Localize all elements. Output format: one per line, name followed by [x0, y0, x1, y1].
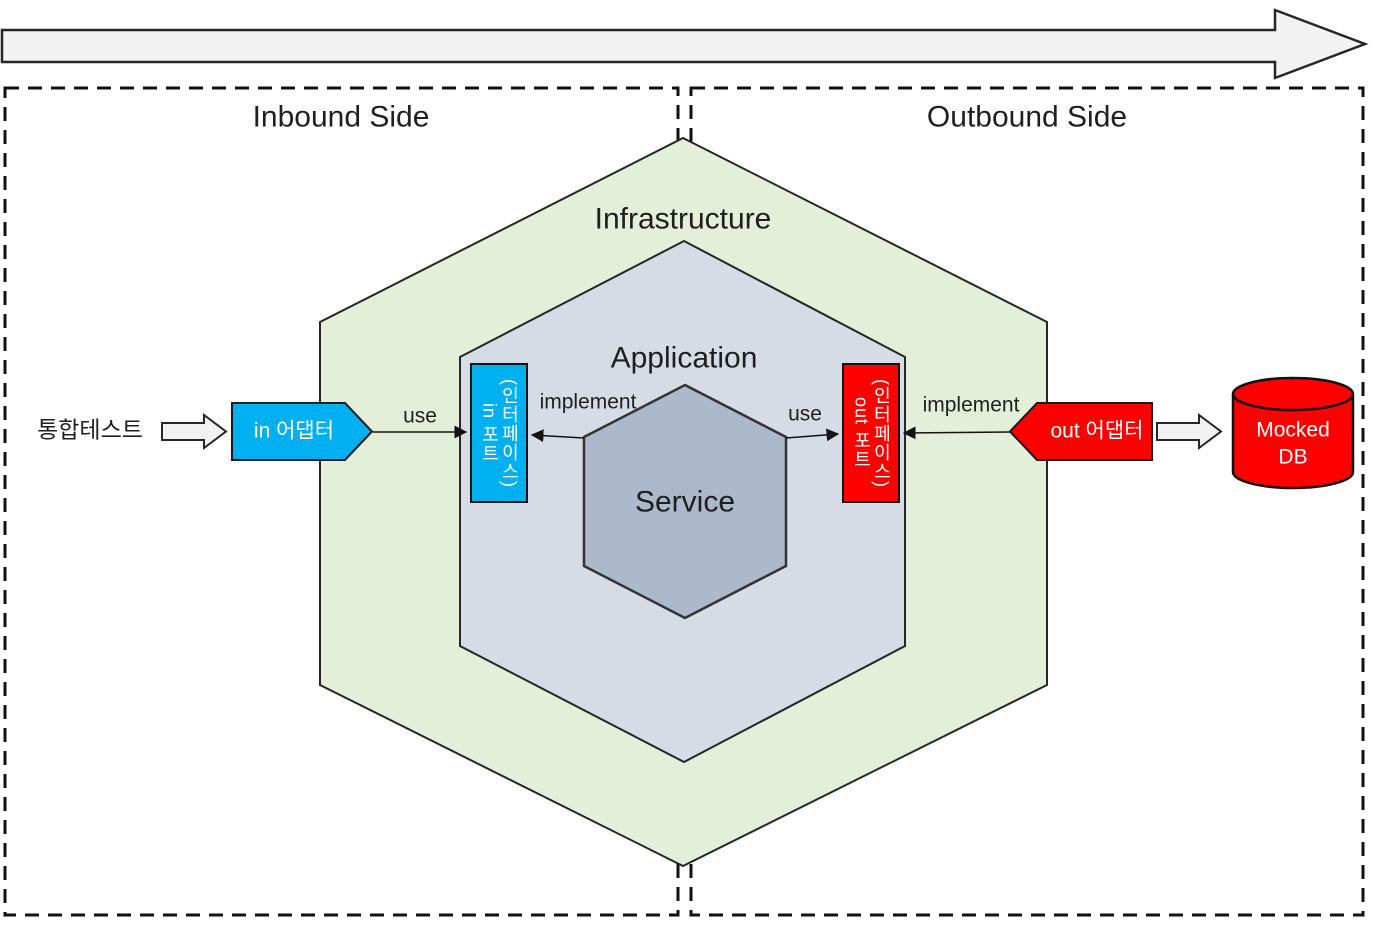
test-to-in-adapter-arrow — [161, 413, 228, 450]
mocked-db-cylinder-body — [1231, 394, 1355, 490]
in-implement-label: implement — [539, 390, 637, 414]
mocked-db-label-line1: Mocked — [1256, 418, 1330, 442]
out-use-label: use — [788, 402, 822, 426]
mocked-db-cylinder-top — [1231, 376, 1355, 412]
mocked-db-label-line2: DB — [1278, 446, 1308, 469]
out-adapter-shape — [1008, 402, 1153, 461]
in-adapter-shape — [231, 402, 374, 461]
in-port-box: in 포트 (인터페이스) — [470, 363, 528, 503]
service-hexagon — [582, 383, 788, 620]
mocked-db-label: Mocked DB — [1256, 417, 1330, 472]
inbound-side-label: Inbound Side — [252, 100, 430, 134]
out-adapter-to-db-arrow — [1156, 413, 1223, 450]
in-adapter-label: in 어댑터 — [253, 419, 335, 443]
in-use-label: use — [403, 404, 437, 428]
service-label: Service — [634, 485, 736, 519]
application-label: Application — [610, 341, 758, 375]
in-port-label-line2: (인터페이스) — [499, 378, 520, 488]
in-port-label-line1: in 포트 — [479, 402, 500, 463]
service-use-out-port-arrow — [785, 428, 840, 442]
service-implement-in-port-arrow — [530, 429, 585, 443]
integration-test-label: 통합테스트 — [37, 416, 143, 443]
infrastructure-label: Infrastructure — [594, 202, 772, 236]
out-port-box: out 포트 (인터페이스) — [842, 363, 900, 503]
out-adapter-implement-port-arrow — [902, 426, 1011, 440]
out-implement-label: implement — [922, 393, 1020, 417]
out-port-label-line1: out 포트 — [851, 396, 872, 470]
outbound-side-label: Outbound Side — [926, 100, 1128, 134]
out-port-label-line2: (인터페이스) — [871, 378, 892, 488]
out-adapter-label: out 어댑터 — [1050, 419, 1144, 443]
flow-direction-arrow — [0, 8, 1369, 80]
